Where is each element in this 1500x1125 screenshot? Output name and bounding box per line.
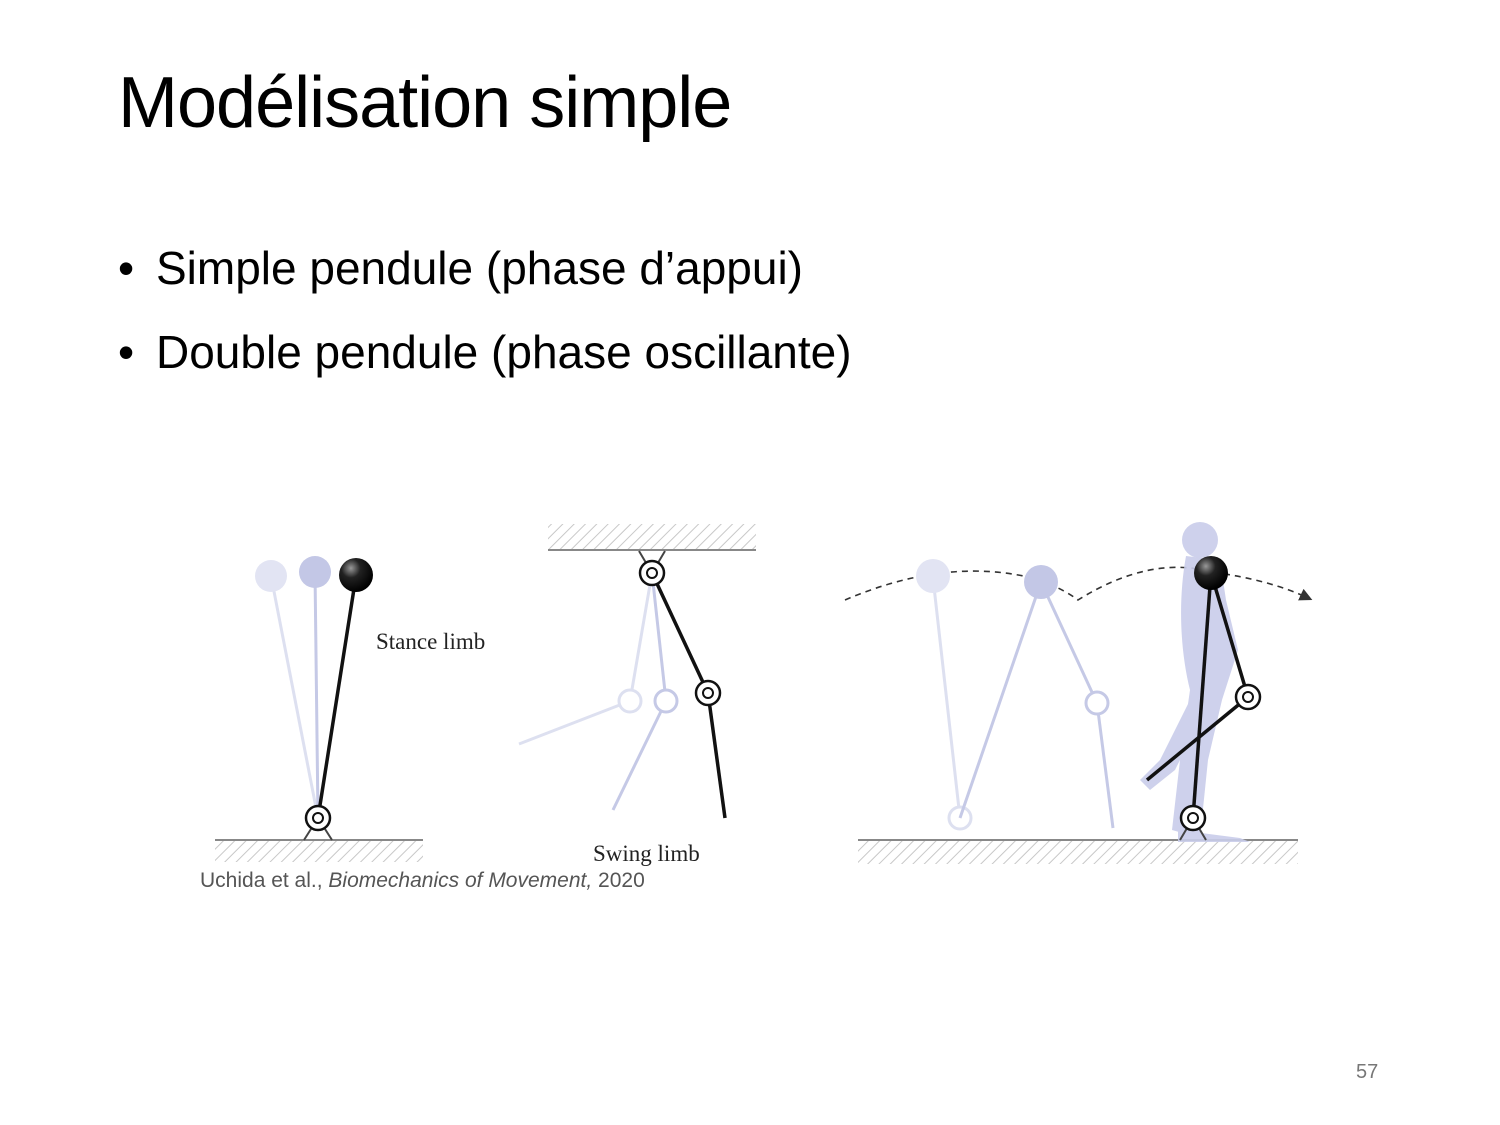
point-mass <box>339 558 373 592</box>
bullet-list: • Simple pendule (phase d’appui) • Double … <box>118 226 852 394</box>
swing-thigh-faded <box>1039 581 1099 704</box>
stance-limb <box>316 575 358 819</box>
swing-pendulum-panel: Swing limb <box>518 524 756 866</box>
bullet-item: • Double pendule (phase oscillante) <box>118 310 852 394</box>
stance-limb-faded-2 <box>313 571 320 819</box>
stance-leg <box>1191 572 1213 819</box>
slide-title: Modélisation simple <box>118 63 732 143</box>
swing-thigh-faded-2 <box>650 572 668 702</box>
mass-faded-2 <box>299 556 331 588</box>
foot-pivot <box>1179 804 1207 832</box>
bullet-dot: • <box>118 326 135 378</box>
ceiling-hatch <box>548 524 756 550</box>
caption-book-title: Biomechanics of Movement, <box>328 869 593 892</box>
stance-limb-faded-1 <box>269 575 320 819</box>
bullet-item: • Simple pendule (phase d’appui) <box>118 226 852 310</box>
com-trajectory <box>844 566 1313 601</box>
knee-joint-inner <box>702 687 714 699</box>
human-silhouette <box>1140 522 1250 842</box>
pivot-joint <box>304 804 332 832</box>
swing-thigh-faded-1 <box>628 572 654 702</box>
swing-shank-faded <box>1095 702 1115 829</box>
swing-shank-faded-1 <box>518 699 631 746</box>
figure-caption: Uchida et al., Biomechanics of Movement,… <box>200 869 645 893</box>
walking-model-panel <box>844 522 1313 864</box>
caption-year: 2020 <box>592 869 645 892</box>
knee-faded-2 <box>653 688 679 714</box>
hip-joint <box>638 559 666 587</box>
stance-pendulum-panel: Stance limb <box>215 556 485 862</box>
mass-faded-1 <box>916 559 950 593</box>
swing-shank-faded-2 <box>611 700 668 811</box>
swing-thigh <box>1209 572 1250 698</box>
hip-joint-inner <box>646 567 658 579</box>
knee-joint-inner <box>1242 691 1254 703</box>
pendulum-figure: Stance limb Swing limb <box>215 522 1313 866</box>
swing-thigh <box>650 572 710 694</box>
bullet-text: Simple pendule (phase d’appui) <box>156 242 803 294</box>
mass-faded-2 <box>1024 565 1058 599</box>
stance-limb-label: Stance limb <box>376 629 485 654</box>
leg-faded-1 <box>931 577 962 819</box>
knee-faded-1 <box>617 688 643 714</box>
bullet-dot: • <box>118 242 135 294</box>
point-mass <box>1194 556 1228 590</box>
knee-joint <box>694 679 722 707</box>
knee-faded <box>1084 690 1110 716</box>
pivot-joint-inner <box>312 812 324 824</box>
foot-pivot-inner <box>1187 812 1199 824</box>
bullet-text: Double pendule (phase oscillante) <box>156 326 852 378</box>
swing-shank <box>706 692 727 819</box>
caption-authors: Uchida et al., <box>200 869 329 892</box>
ground-hatch <box>858 840 1298 864</box>
page-number: 57 <box>1356 1061 1379 1083</box>
mass-faded-1 <box>255 560 287 592</box>
knee-joint <box>1234 683 1262 711</box>
swing-shank <box>1145 695 1250 782</box>
leg-faded-2 <box>958 581 1043 819</box>
swing-limb-label: Swing limb <box>593 841 700 866</box>
ground-hatch <box>215 840 423 862</box>
